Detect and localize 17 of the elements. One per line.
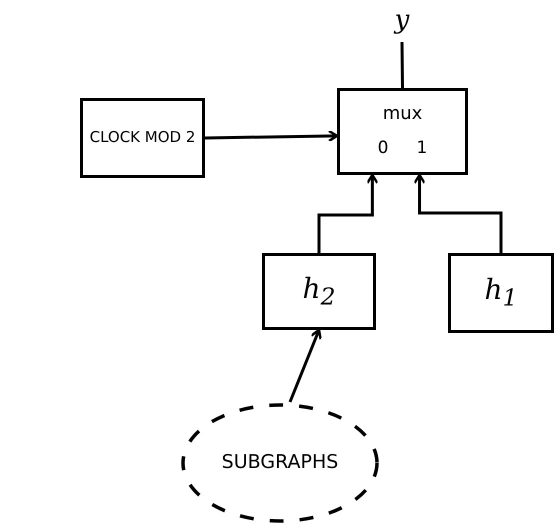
port-label: 0 [378, 139, 388, 159]
node-label: h$_{2}$ [302, 272, 336, 310]
multiplexer-box [337, 88, 468, 175]
connector-line [400, 42, 404, 88]
arrow [204, 130, 338, 142]
node-label: h$_{1}$ [484, 274, 518, 312]
process-box [80, 98, 205, 178]
function-box [262, 253, 376, 330]
port-label: 1 [416, 139, 428, 159]
arrow [318, 174, 379, 253]
arrow [288, 328, 322, 403]
node-label: CLOCK MOD 2 [90, 129, 196, 147]
arrow [413, 174, 502, 253]
function-box [448, 253, 554, 333]
node-label: y [394, 6, 410, 36]
node-label: SUBGRAPHS [222, 452, 338, 474]
block-label: mux [382, 104, 422, 126]
